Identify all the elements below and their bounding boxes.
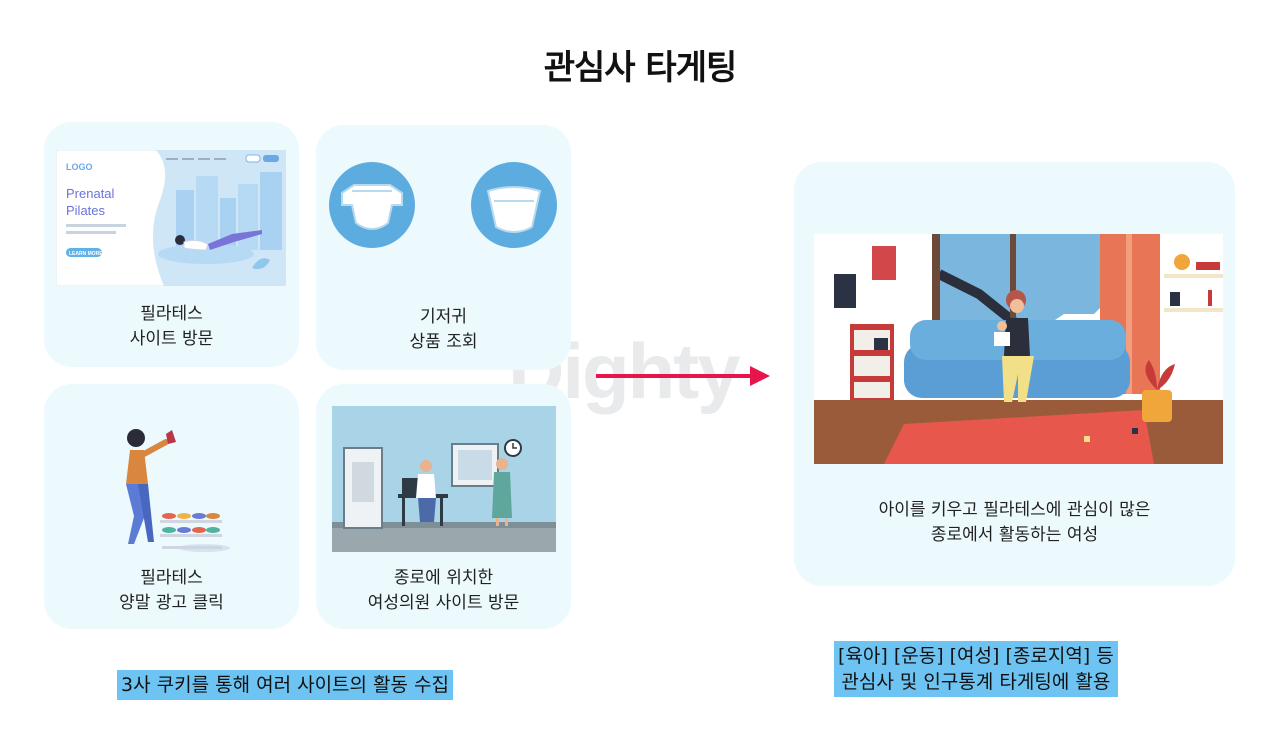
card-result: 아이를 키우고 필라테스에 관심이 많은 종로에서 활동하는 여성 [794, 162, 1235, 586]
caption-targeting: [육아] [운동] [여성] [종로지역] 등 관심사 및 인구통계 타게팅에 … [834, 641, 1118, 697]
clinic-illustration [332, 406, 556, 552]
card-pilates-site-label: 필라테스 사이트 방문 [129, 304, 214, 349]
sock-ad-illustration [126, 429, 230, 552]
card-diaper: 기저귀 상품 조회 [316, 125, 571, 370]
caption-data-collection: 3사 쿠키를 통해 여러 사이트의 활동 수집 [117, 670, 454, 700]
living-room-illustration [814, 234, 1223, 464]
screen-heading-2: Pilates [66, 203, 106, 218]
pilates-website-illustration: LOGO Prenatal Pilates LEARN MORE [56, 150, 286, 286]
card-pilates-site: LOGO Prenatal Pilates LEARN MORE 필라테스 사이… [44, 122, 299, 367]
diaper-icon [329, 162, 557, 248]
card-clinic: 종로에 위치한 여성의원 사이트 방문 [316, 384, 571, 629]
card-result-label: 아이를 키우고 필라테스에 관심이 많은 종로에서 활동하는 여성 [878, 500, 1151, 545]
screen-heading-1: Prenatal [66, 186, 115, 201]
screen-logo: LOGO [66, 162, 93, 172]
page-title: 관심사 타게팅 [543, 48, 738, 88]
screen-button: LEARN MORE [69, 251, 103, 257]
arrow-right-icon [596, 366, 770, 386]
card-clinic-label: 종로에 위치한 여성의원 사이트 방문 [367, 568, 520, 613]
card-socks-ad: 필라테스 양말 광고 클릭 [44, 384, 299, 629]
card-diaper-label: 기저귀 상품 조회 [409, 307, 478, 352]
card-socks-ad-label: 필라테스 양말 광고 클릭 [119, 568, 224, 613]
